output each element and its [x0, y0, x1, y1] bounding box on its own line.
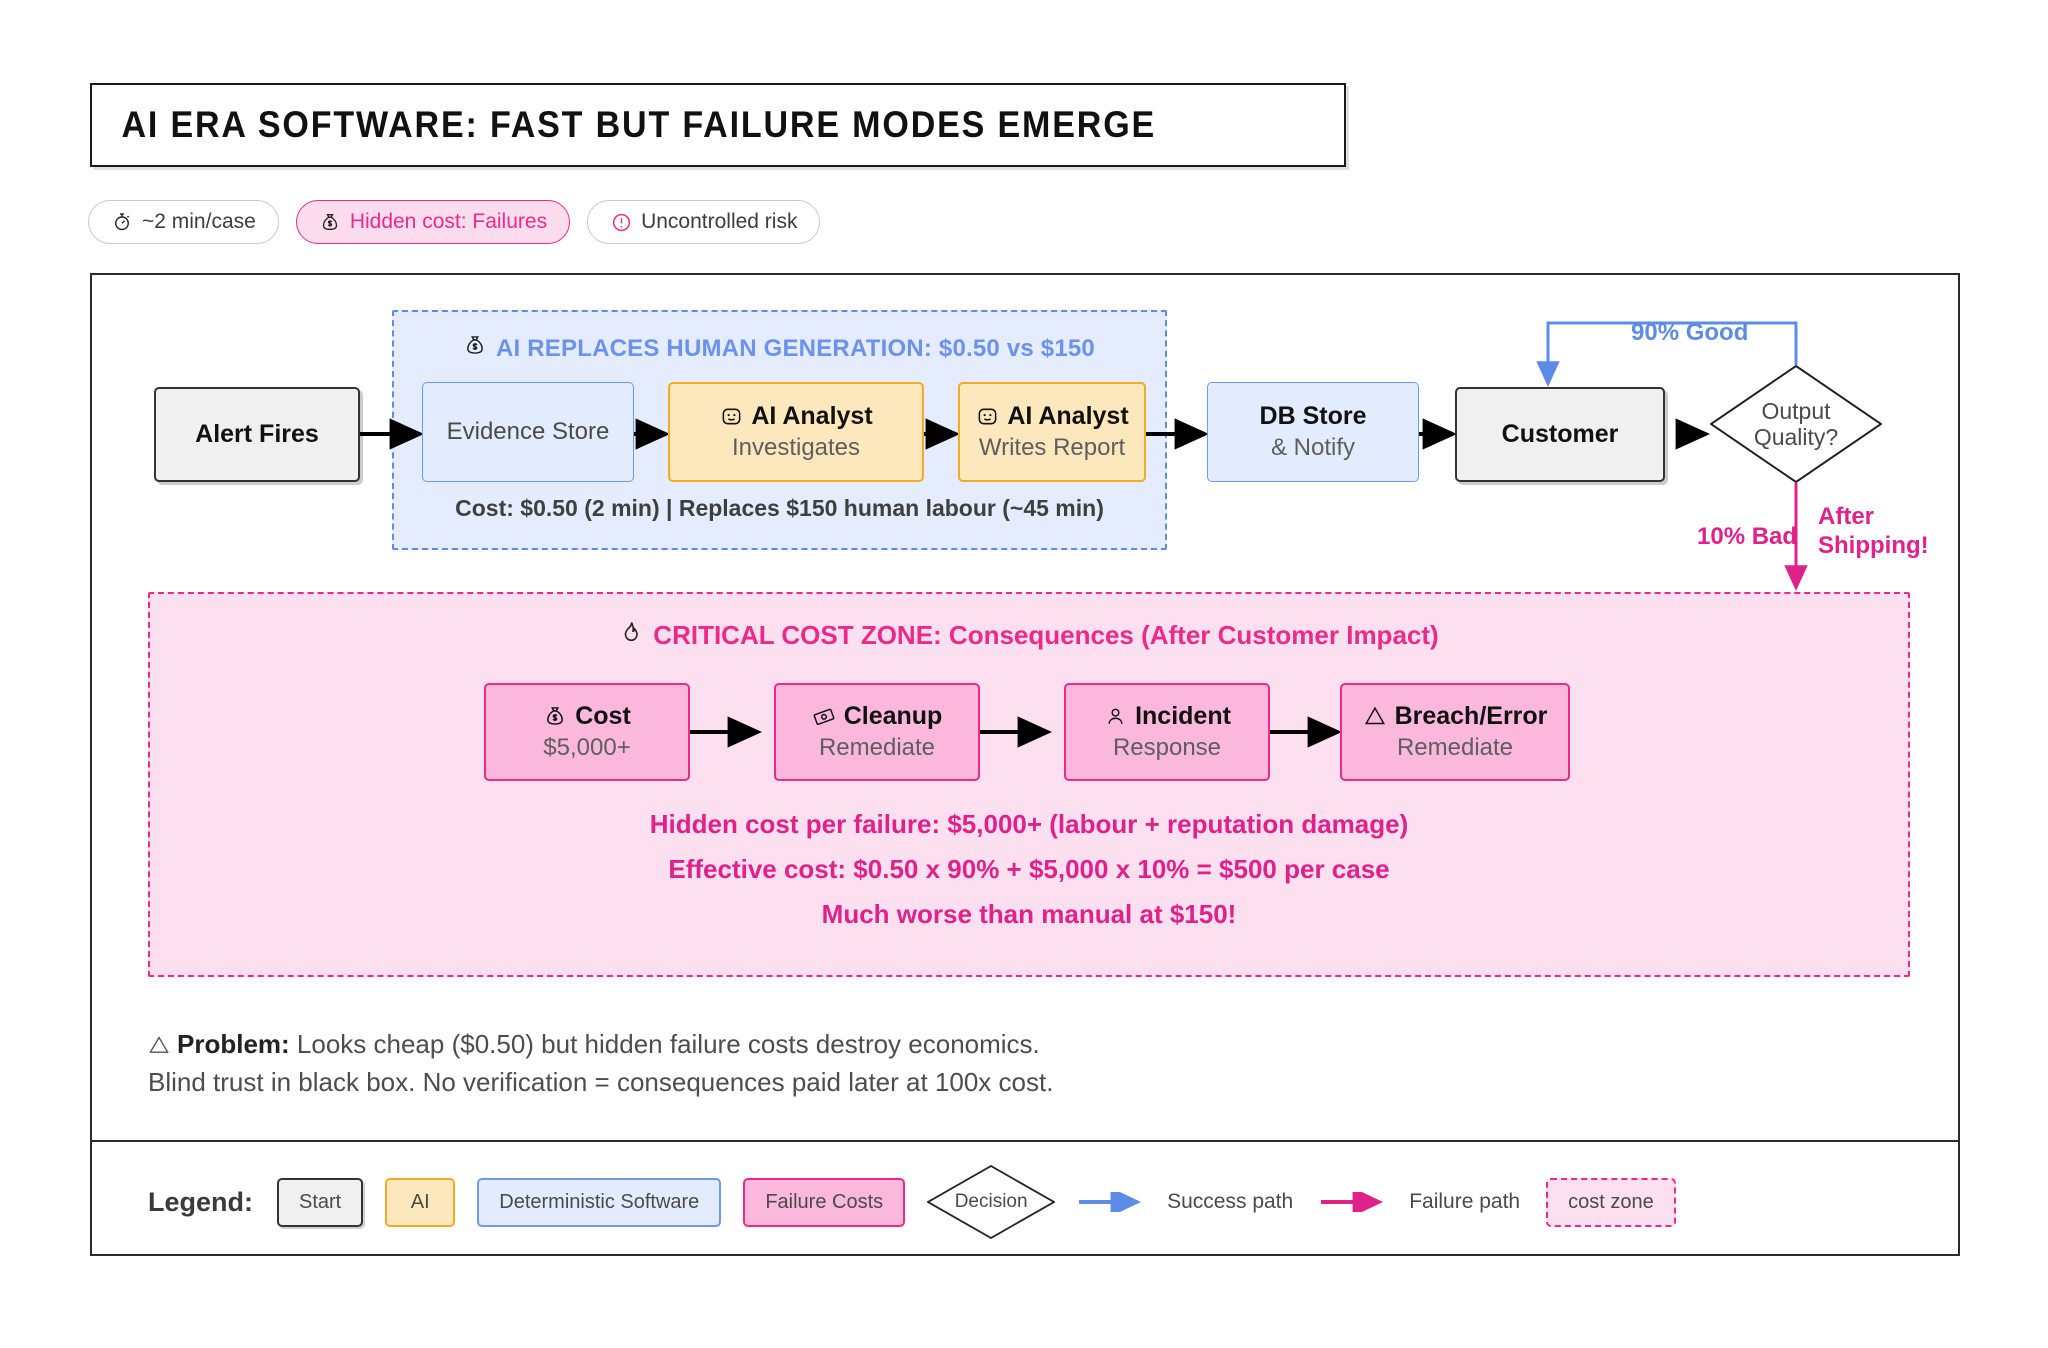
node-ai-investigates-sub: Investigates	[731, 434, 861, 462]
legend-failure-label: Failure path	[1409, 1190, 1521, 1213]
node-alert-fires[interactable]: Alert Fires	[154, 387, 360, 482]
person-icon	[1103, 704, 1127, 728]
legend-failure-path: Failure path	[1319, 1190, 1520, 1214]
node-cost-title: Cost	[543, 702, 631, 732]
node-incident-sub: Response	[1112, 734, 1222, 762]
node-breach-error[interactable]: Breach/Error Remediate	[1340, 683, 1570, 781]
node-breach-title: Breach/Error	[1363, 701, 1548, 732]
node-cost-sub: $5,000+	[543, 734, 631, 762]
node-ai-investigates-title: AI Analyst	[719, 401, 873, 432]
node-cleanup-sub: Remediate	[818, 734, 936, 762]
node-customer[interactable]: Customer	[1455, 387, 1665, 482]
node-db-store-sub: & Notify	[1270, 434, 1356, 462]
page-title-text: AI ERA SOFTWARE: FAST BUT FAILURE MODES …	[121, 104, 1157, 145]
critical-cost-zone: CRITICAL COST ZONE: Consequences (After …	[148, 592, 1910, 977]
ai-zone-footer: Cost: $0.50 (2 min) | Replaces $150 huma…	[455, 495, 1104, 521]
problem-text-1: Looks cheap ($0.50) but hidden failure c…	[289, 1029, 1040, 1059]
decision-line-1: Output	[1761, 397, 1831, 424]
after-shipping-note: After Shipping!	[1818, 502, 1929, 561]
legend: Legend: Start AI Deterministic Software …	[148, 1165, 1698, 1239]
money-bag-icon	[319, 211, 341, 233]
legend-chip-cost-zone: cost zone	[1546, 1177, 1676, 1227]
ai-zone-header-text: AI REPLACES HUMAN GENERATION: $0.50 vs $…	[496, 334, 1095, 362]
node-cleanup[interactable]: Cleanup Remediate	[774, 683, 980, 781]
money-bag-icon	[543, 704, 567, 728]
after-shipping-line-1: After	[1818, 503, 1875, 530]
badge-risk: Uncontrolled risk	[587, 200, 821, 244]
badge-hidden-cost-label: Hidden cost: Failures	[349, 210, 548, 233]
ai-zone-header: AI REPLACES HUMAN GENERATION: $0.50 vs $…	[394, 334, 1165, 363]
node-breach-sub: Remediate	[1396, 734, 1514, 762]
problem-line-1: Problem: Looks cheap ($0.50) but hidden …	[148, 1026, 1648, 1064]
page-title: AI ERA SOFTWARE: FAST BUT FAILURE MODES …	[90, 83, 1346, 167]
node-db-store[interactable]: DB Store & Notify	[1207, 382, 1419, 482]
stopwatch-icon	[111, 211, 133, 233]
badge-time-label: ~2 min/case	[142, 210, 256, 233]
badge-risk-label: Uncontrolled risk	[641, 210, 798, 233]
legend-success-path: Success path	[1077, 1190, 1293, 1214]
problem-label: Problem:	[177, 1029, 290, 1059]
node-ai-investigates-label: AI Analyst	[751, 401, 873, 430]
cost-line-2: Effective cost: $0.50 x 90% + $5,000 x 1…	[668, 854, 1390, 884]
banknote-icon	[812, 704, 836, 728]
node-ai-writes-sub: Writes Report	[978, 434, 1126, 462]
cost-line-3: Much worse than manual at $150!	[821, 899, 1237, 929]
cost-summary: Hidden cost per failure: $5,000+ (labour…	[150, 809, 1908, 944]
cost-zone-header-text: CRITICAL COST ZONE: Consequences (After …	[653, 620, 1439, 650]
legend-title: Legend:	[148, 1186, 253, 1217]
node-cost[interactable]: Cost $5,000+	[484, 683, 690, 781]
legend-chip-start: Start	[277, 1177, 364, 1227]
money-bag-icon	[464, 334, 486, 363]
node-cleanup-label: Cleanup	[843, 701, 943, 730]
node-ai-analyst-investigates[interactable]: AI Analyst Investigates	[668, 382, 924, 482]
legend-success-label: Success path	[1167, 1190, 1294, 1213]
node-ai-analyst-writes-report[interactable]: AI Analyst Writes Report	[958, 382, 1146, 482]
legend-decision-label: Decision	[954, 1191, 1028, 1212]
node-incident-title: Incident	[1103, 702, 1231, 732]
decision-output-quality[interactable]: Output Quality?	[1710, 365, 1882, 483]
after-shipping-line-2: Shipping!	[1818, 532, 1929, 560]
flame-icon	[619, 620, 643, 651]
node-cleanup-title: Cleanup	[812, 701, 943, 732]
robot-face-icon	[719, 404, 743, 428]
node-cost-label: Cost	[575, 701, 631, 730]
badge-time: ~2 min/case	[88, 200, 279, 244]
node-db-store-title: DB Store	[1259, 401, 1367, 430]
badge-row: ~2 min/case Hidden cost: Failures Uncont…	[88, 200, 821, 244]
legend-chip-failure-costs: Failure Costs	[743, 1177, 906, 1227]
node-alert-fires-label: Alert Fires	[195, 419, 319, 448]
cost-line-1: Hidden cost per failure: $5,000+ (labour…	[649, 809, 1409, 839]
node-ai-writes-title: AI Analyst	[975, 401, 1129, 432]
failure-path-label: 10% Bad	[1697, 523, 1798, 550]
cost-zone-header: CRITICAL COST ZONE: Consequences (After …	[150, 620, 1908, 651]
node-evidence-store[interactable]: Evidence Store	[422, 382, 634, 482]
warning-triangle-icon	[1363, 704, 1387, 728]
robot-face-icon	[975, 404, 999, 428]
failure-arrow-icon	[1321, 1192, 1384, 1212]
legend-chip-ai: AI	[385, 1177, 456, 1227]
legend-decision-shape: Decision	[927, 1165, 1056, 1239]
legend-chip-deterministic: Deterministic Software	[477, 1177, 722, 1227]
decision-label: Output Quality?	[1710, 365, 1882, 483]
decision-line-2: Quality?	[1753, 424, 1839, 450]
node-incident[interactable]: Incident Response	[1064, 683, 1270, 781]
node-customer-label: Customer	[1501, 419, 1619, 448]
warning-circle-icon	[610, 211, 632, 233]
success-arrow-icon	[1079, 1192, 1142, 1212]
node-evidence-store-label: Evidence Store	[446, 417, 610, 445]
node-ai-writes-label: AI Analyst	[1007, 401, 1129, 430]
legend-divider	[90, 1140, 1960, 1142]
problem-note: Problem: Looks cheap ($0.50) but hidden …	[148, 1026, 1648, 1101]
node-incident-label: Incident	[1135, 701, 1231, 730]
success-path-label: 90% Good	[1631, 319, 1749, 346]
warning-triangle-icon	[148, 1034, 170, 1056]
problem-line-2: Blind trust in black box. No verificatio…	[148, 1066, 1054, 1097]
node-breach-label: Breach/Error	[1394, 701, 1548, 730]
badge-hidden-cost: Hidden cost: Failures	[295, 200, 571, 244]
